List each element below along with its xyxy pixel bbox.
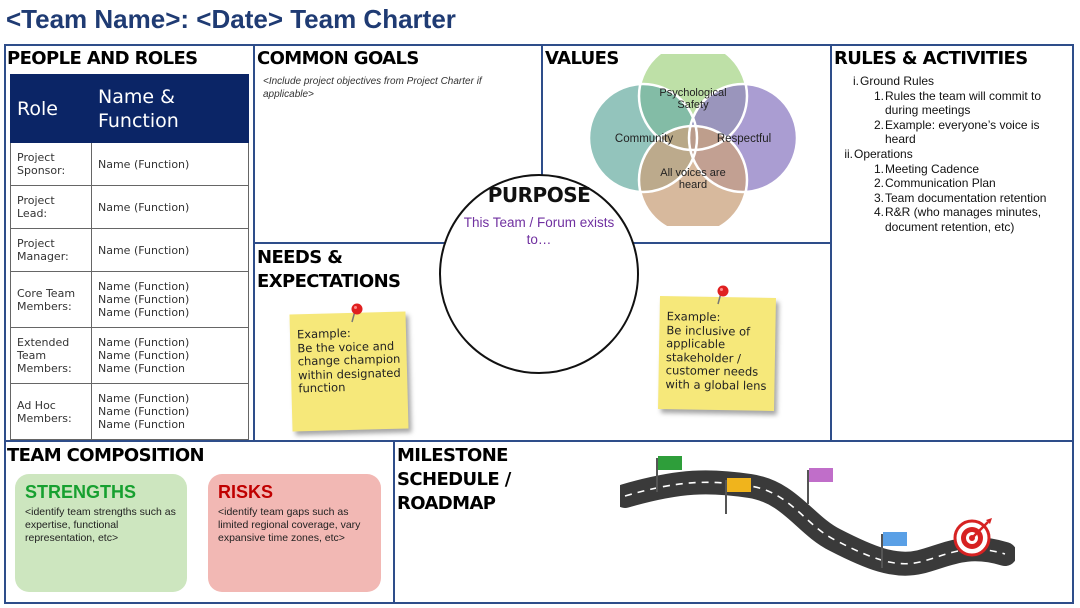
flag-icon (725, 478, 751, 514)
pushpin-icon (351, 303, 363, 323)
purpose-circle: PURPOSE This Team / Forum exists to… (439, 174, 639, 374)
role-cell: Ad Hoc Members: (10, 383, 92, 440)
table-row: Project Sponsor: Name (Function) (10, 142, 249, 186)
roadmap-road (620, 456, 1015, 576)
table-row: Core Team Members: Name (Function) Name … (10, 271, 249, 328)
rules-item: 3. Team documentation retention (874, 190, 1047, 205)
strengths-box: STRENGTHS <identify team strengths such … (15, 474, 187, 592)
common-goals-note: <Include project objectives from Project… (263, 76, 482, 100)
flag-icon (881, 532, 907, 568)
role-cell: Project Sponsor: (10, 142, 92, 186)
risks-box: RISKS <identify team gaps such as limite… (208, 474, 381, 592)
rules-item: 1. Meeting Cadence (874, 161, 980, 176)
charter-frame (4, 44, 1074, 604)
team-composition-heading: TEAM COMPOSITION (7, 445, 205, 466)
name-cell: Name (Function) (91, 185, 249, 229)
sticky-text: Be the voice and change champion within … (297, 338, 401, 396)
values-venn (587, 54, 799, 226)
role-cell: Project Manager: (10, 228, 92, 272)
name-cell: Name (Function) Name (Function) Name (Fu… (91, 327, 249, 384)
sticky-text: Be inclusive of applicable stakeholder /… (665, 322, 767, 393)
table-row: Project Lead: Name (Function) (10, 185, 249, 229)
purpose-text: This Team / Forum exists to… (463, 215, 615, 247)
table-row: Ad Hoc Members: Name (Function) Name (Fu… (10, 383, 249, 440)
strengths-title: STRENGTHS (25, 482, 137, 502)
divider (830, 44, 832, 441)
people-roles-heading: PEOPLE AND ROLES (7, 48, 198, 69)
rules-item: 4. R&R (who manages minutes, document re… (874, 205, 1042, 234)
rules-item: 2. Communication Plan (874, 176, 996, 191)
role-cell: Core Team Members: (10, 271, 92, 328)
rules-group: ii. Operations (844, 146, 913, 161)
table-row: Project Manager: Name (Function) (10, 228, 249, 272)
divider (541, 44, 543, 244)
values-heading: VALUES (545, 48, 619, 69)
name-cell: Name (Function) (91, 228, 249, 272)
rules-item: 1. Rules the team will commit to during … (874, 88, 1042, 118)
name-cell: Name (Function) Name (Function) Name (Fu… (91, 383, 249, 440)
venn-label-psychological-safety: Psychological Safety (659, 87, 727, 111)
role-column-header: Role (10, 74, 92, 143)
name-cell: Name (Function) Name (Function) Name (Fu… (91, 271, 249, 328)
common-goals-heading: COMMON GOALS (257, 48, 419, 69)
role-cell: Extended Team Members: (10, 327, 92, 384)
page-title: <Team Name>: <Date> Team Charter (6, 4, 456, 34)
needs-heading: NEEDS & EXPECTATIONS (257, 247, 401, 292)
venn-circle-all-voices (639, 126, 747, 226)
venn-label-respectful: Respectful (716, 133, 772, 145)
role-cell: Project Lead: (10, 185, 92, 229)
divider (393, 440, 395, 604)
rules-item: 2. Example: everyone’s voice is heard (874, 117, 1040, 147)
purpose-heading: PURPOSE (487, 183, 591, 207)
milestone-heading: MILESTONE SCHEDULE / ROADMAP (397, 445, 511, 514)
divider (4, 440, 1074, 442)
risks-text: <identify team gaps such as limited regi… (218, 506, 361, 544)
pushpin-icon (717, 285, 729, 305)
name-column-header: Name & Function (91, 74, 249, 143)
name-cell: Name (Function) (91, 142, 249, 186)
venn-label-community: Community (614, 133, 674, 145)
target-icon (953, 518, 992, 557)
rules-heading: RULES & ACTIVITIES (834, 48, 1028, 69)
sticky-note-left: Example: Be the voice and change champio… (289, 311, 409, 432)
rules-group: i. Ground Rules (853, 74, 935, 88)
risks-title: RISKS (218, 482, 274, 502)
strengths-text: <identify team strengths such as experti… (25, 506, 176, 544)
sticky-note-right: Example: Be inclusive of applicable stak… (658, 295, 776, 412)
flag-icon (656, 456, 682, 492)
venn-label-all-voices: All voices are heard (660, 167, 726, 191)
flag-icon (807, 468, 833, 504)
table-row: Extended Team Members: Name (Function) N… (10, 327, 249, 384)
roles-table: Role Name & Function Project Sponsor: Na… (10, 74, 249, 440)
rules-list: i. Ground Rules 1. Rules the team will c… (840, 74, 1064, 235)
